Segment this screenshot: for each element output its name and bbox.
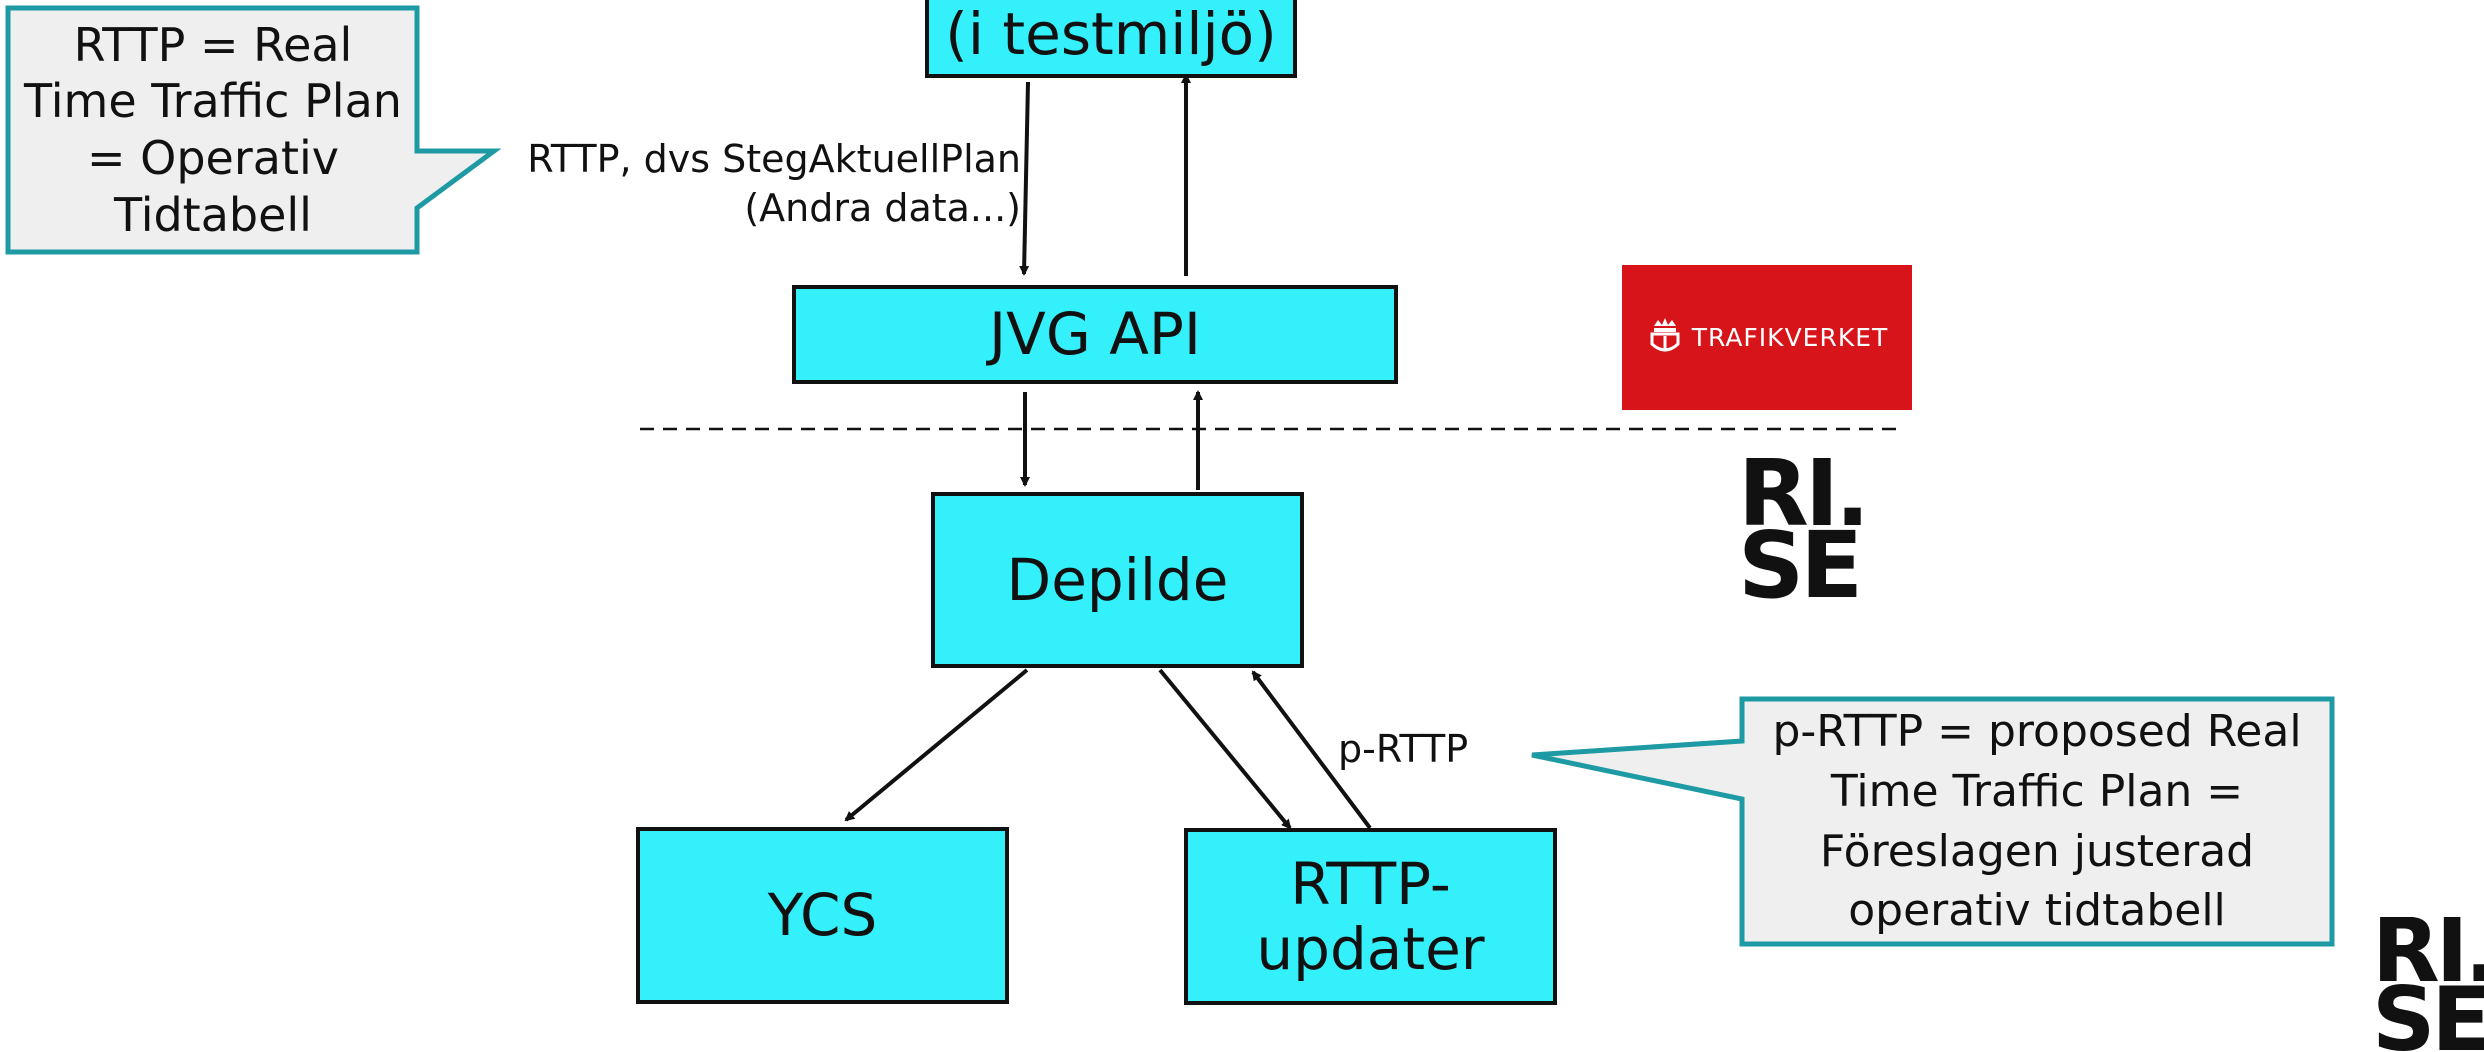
crown-icon — [1650, 317, 1680, 351]
rise-logo-corner-top: RI. — [2372, 917, 2484, 1002]
rttp-updater-label-line2: updater — [1256, 914, 1485, 983]
depilde-box: Depilde — [931, 492, 1304, 668]
rise-logo-corner: RI. SE — [2372, 917, 2484, 1052]
rttp-updater-box: RTTP- updater — [1184, 828, 1557, 1005]
test-environment-box: (i testmiljö) — [925, 0, 1297, 78]
ycs-box: YCS — [636, 827, 1009, 1004]
p-rttp-edge-label: p-RTTP — [1338, 727, 1468, 771]
left-callout-shape — [5, 5, 502, 255]
rise-logo-top: RI. — [1738, 440, 1870, 547]
test-environment-label: (i testmiljö) — [945, 0, 1277, 68]
left-callout-line: = Operativ — [86, 131, 339, 185]
left-callout-line: RTTP = Real — [73, 17, 353, 72]
arrow-depilde-to-ycs — [844, 668, 1029, 822]
depilde-label: Depilde — [1006, 545, 1229, 614]
rise-logo: RI. SE — [1738, 440, 1870, 619]
jvg-api-label: JVG API — [989, 300, 1201, 369]
left-callout-text: RTTP = Real Time Traffic Plan = Operativ… — [12, 12, 414, 248]
jvg-api-box: JVG API — [792, 285, 1398, 384]
rttp-edge-label: RTTP, dvs StegAktuellPlan (Andra data...… — [527, 135, 1021, 234]
rise-logo-bottom: SE — [1738, 511, 1863, 619]
left-callout-line: Time Traffic Plan — [24, 74, 402, 129]
left-callout-line: Tidtabell — [114, 187, 312, 242]
rttp-edge-label-line1: RTTP, dvs StegAktuellPlan — [527, 137, 1021, 181]
rttp-edge-label-line2: (Andra data...) — [744, 186, 1021, 231]
trafikverket-logo: TRAFIKVERKET — [1622, 265, 1912, 410]
right-callout-line: Time Traffic Plan = — [1830, 765, 2244, 817]
arrow-rttp-updater-to-depilde — [1251, 670, 1372, 830]
right-callout-text: p-RTTP = proposed Real Time Traffic Plan… — [1746, 703, 2328, 940]
right-callout-line: p-RTTP = proposed Real — [1772, 705, 2302, 757]
right-callout-shape — [1531, 696, 2335, 947]
right-callout-line: Föreslagen justerad — [1819, 825, 2255, 877]
rttp-updater-label-line1: RTTP- — [1290, 849, 1451, 918]
right-callout-line: operativ tidtabell — [1848, 885, 2226, 937]
arrow-top-to-jvg — [1019, 81, 1030, 276]
rise-logo-corner-bottom: SE — [2372, 967, 2484, 1052]
arrow-depilde-to-rttp-updater — [1158, 668, 1292, 830]
p-rttp-edge-label-text: p-RTTP — [1338, 727, 1469, 771]
trafikverket-wordmark: TRAFIKVERKET — [1691, 323, 1889, 352]
ycs-label: YCS — [767, 881, 878, 950]
